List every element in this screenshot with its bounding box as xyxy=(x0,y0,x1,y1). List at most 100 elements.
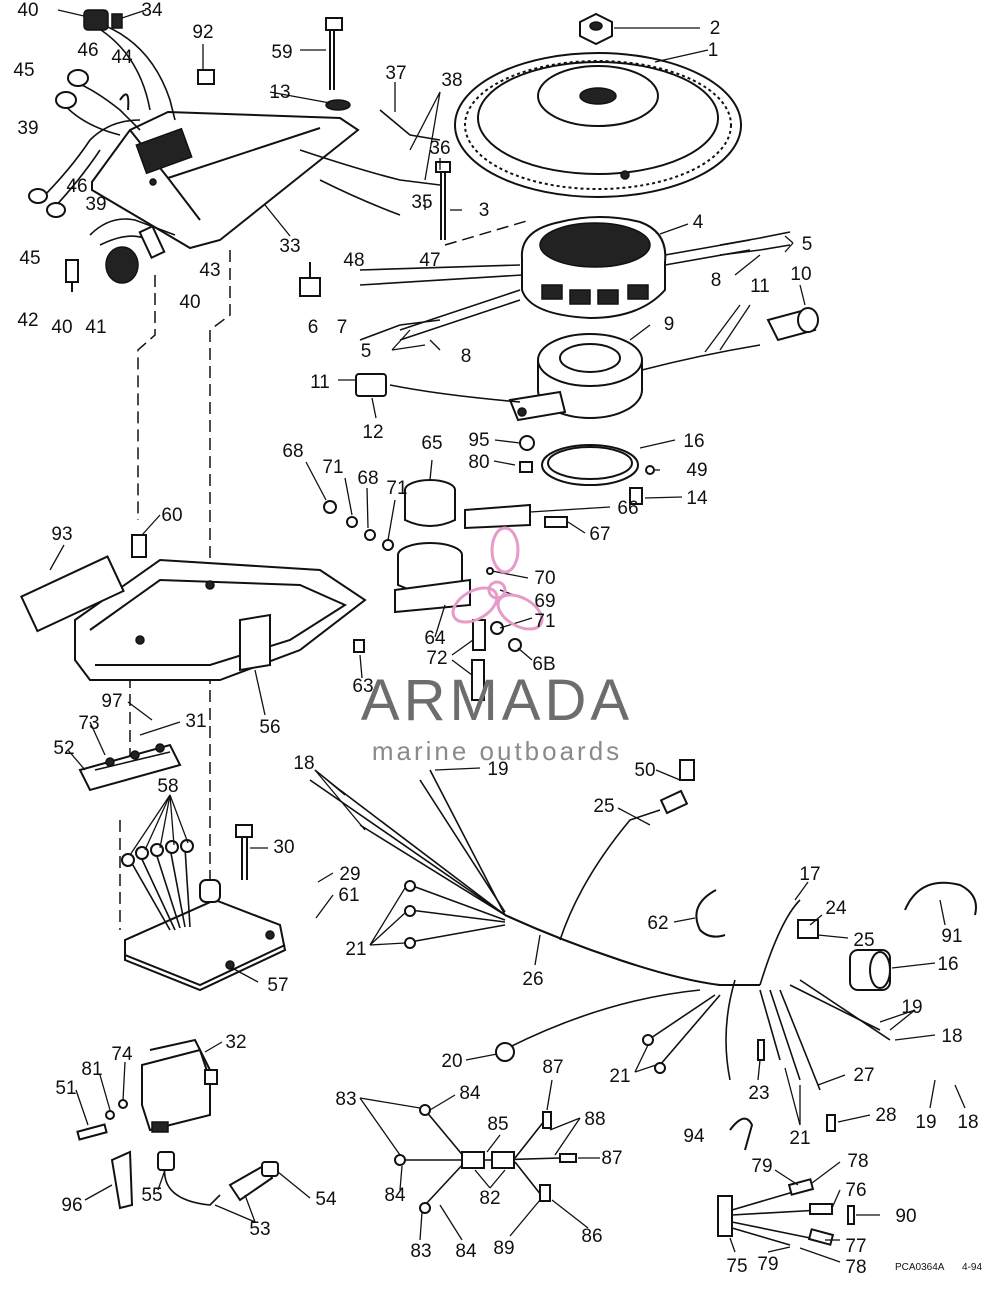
power-pack xyxy=(121,839,287,992)
flywheel xyxy=(454,52,742,198)
cover-plate xyxy=(91,110,360,250)
callout-c25b: 25 xyxy=(853,930,874,951)
ignition-leads xyxy=(28,9,321,297)
callout-c41: 41 xyxy=(85,317,106,338)
callout-c18c: 18 xyxy=(941,1026,962,1047)
ignition-coil xyxy=(141,1038,218,1133)
callout-c34: 34 xyxy=(141,0,163,21)
callout-c21a: 21 xyxy=(345,939,366,960)
callout-c28: 28 xyxy=(875,1105,896,1126)
callout-c71b: 71 xyxy=(386,478,407,499)
callout-c93: 93 xyxy=(51,524,72,545)
callout-c24: 24 xyxy=(825,898,847,919)
callout-c39a: 39 xyxy=(17,118,38,139)
callout-c88: 88 xyxy=(584,1109,605,1130)
callout-c52: 52 xyxy=(53,738,74,759)
callout-c37: 37 xyxy=(385,63,406,84)
callout-c78a: 78 xyxy=(847,1151,868,1172)
callout-c16b: 16 xyxy=(937,954,958,975)
callout-c83b: 83 xyxy=(410,1241,431,1262)
callout-c50: 50 xyxy=(634,760,655,781)
callout-c19c: 19 xyxy=(915,1112,936,1133)
stator-leads xyxy=(299,109,819,403)
callout-c73: 73 xyxy=(78,713,99,734)
decal xyxy=(20,555,125,633)
callout-c69: 69 xyxy=(534,591,555,612)
callout-c39b: 39 xyxy=(85,194,106,215)
callout-c60: 60 xyxy=(161,505,182,526)
callout-c40a: 40 xyxy=(17,0,38,21)
callout-c80: 80 xyxy=(468,452,489,473)
callout-c7: 7 xyxy=(337,317,348,338)
callout-c46a: 46 xyxy=(77,40,98,61)
callout-c61: 61 xyxy=(338,885,359,906)
callout-c35: 35 xyxy=(411,192,432,213)
callout-c85: 85 xyxy=(487,1114,508,1135)
callout-c40c: 40 xyxy=(179,292,200,313)
callout-c84c: 84 xyxy=(455,1241,477,1262)
callout-c32: 32 xyxy=(225,1032,246,1053)
callout-c6: 6 xyxy=(308,317,319,338)
callout-c81: 81 xyxy=(81,1059,102,1080)
callout-c83a: 83 xyxy=(335,1089,356,1110)
callout-c18b: 18 xyxy=(957,1112,978,1133)
callout-c2: 2 xyxy=(710,18,721,39)
callout-c38: 38 xyxy=(441,70,462,91)
callout-c9: 9 xyxy=(664,314,675,335)
callout-c5a: 5 xyxy=(802,234,813,255)
callout-c86: 86 xyxy=(581,1226,602,1247)
callout-c87b: 87 xyxy=(601,1148,622,1169)
callout-c30: 30 xyxy=(273,837,294,858)
mounting-plate xyxy=(74,558,367,681)
callout-c14: 14 xyxy=(686,488,708,509)
callout-c45a: 45 xyxy=(13,60,34,81)
callout-c75: 75 xyxy=(726,1256,747,1277)
callout-c18a: 18 xyxy=(293,753,314,774)
timer-base xyxy=(508,333,643,422)
callout-c13: 13 xyxy=(269,82,290,103)
callout-c90: 90 xyxy=(895,1206,916,1227)
callout-c68b: 68 xyxy=(357,468,378,489)
callout-c40b: 40 xyxy=(51,317,72,338)
callout-c71a: 71 xyxy=(322,457,343,478)
callout-c87a: 87 xyxy=(542,1057,563,1078)
callout-c63: 63 xyxy=(352,676,373,697)
callout-c57: 57 xyxy=(267,975,288,996)
misc-leads xyxy=(359,231,791,341)
callout-c44: 44 xyxy=(111,47,133,68)
callout-c79a: 79 xyxy=(751,1156,772,1177)
retaining-ring xyxy=(541,444,639,486)
leader-lines xyxy=(49,9,966,1263)
callout-c8a: 8 xyxy=(711,270,722,291)
callout-c77: 77 xyxy=(845,1236,866,1257)
clips xyxy=(695,881,977,1151)
terminal-block xyxy=(78,743,182,792)
callout-c53: 53 xyxy=(249,1219,270,1240)
callout-c19a: 19 xyxy=(487,759,508,780)
callout-c26: 26 xyxy=(522,969,543,990)
callout-c56: 56 xyxy=(259,717,280,738)
callout-c3: 3 xyxy=(479,200,490,221)
callout-c55: 55 xyxy=(141,1185,162,1206)
callout-c71c: 71 xyxy=(534,611,555,632)
callout-c96: 96 xyxy=(61,1195,82,1216)
connector-block xyxy=(717,1178,855,1246)
callout-c11b: 11 xyxy=(310,372,330,393)
watermark: ARMADA marine outboards xyxy=(361,526,633,766)
callout-c67: 67 xyxy=(589,524,610,545)
callout-c74: 74 xyxy=(111,1044,133,1065)
callout-c62: 62 xyxy=(647,913,668,934)
callout-c21c: 21 xyxy=(789,1128,810,1149)
watermark-brand: ARMADA xyxy=(361,668,633,733)
callout-c8b: 8 xyxy=(461,346,472,367)
callout-c48: 48 xyxy=(343,250,364,271)
callout-c68c: 6B xyxy=(532,654,555,675)
callout-c43: 43 xyxy=(199,260,220,281)
callout-c97: 97 xyxy=(101,691,122,712)
callout-c1: 1 xyxy=(708,40,719,61)
callout-c72: 72 xyxy=(426,648,447,669)
callout-c70: 70 xyxy=(534,568,555,589)
callout-c89: 89 xyxy=(493,1238,514,1259)
callout-c49: 49 xyxy=(686,460,707,481)
